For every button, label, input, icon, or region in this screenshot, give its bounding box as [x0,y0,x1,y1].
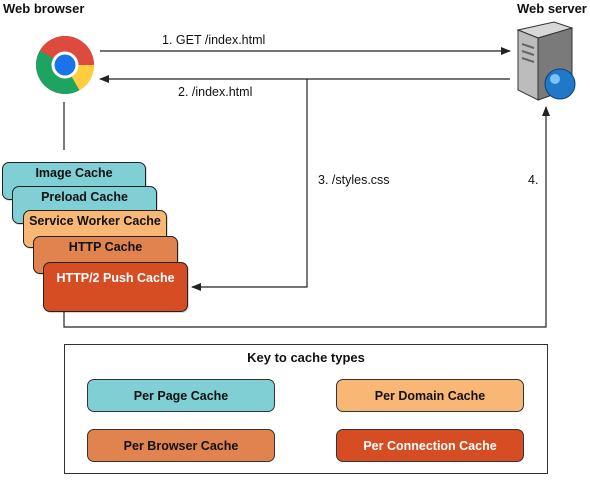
cache-label: Service Worker Cache [29,214,161,228]
key-title: Key to cache types [247,350,365,365]
key-item: Per Browser Cache [87,429,275,462]
chrome-logo-icon [36,36,94,94]
cache-label: Image Cache [35,166,113,180]
web-server-icon [516,21,576,101]
cache-label: HTTP Cache [68,240,143,254]
styles-label: 3. /styles.css [318,173,390,187]
cache-label: HTTP/2 Push Cache [56,271,175,285]
key-item: Per Page Cache [87,379,275,412]
cache-card: HTTP/2 Push Cache [43,262,188,312]
cache-key-legend: Key to cache types Per Page Cache Per Do… [64,344,548,474]
key-item: Per Connection Cache [336,429,524,462]
browser-title: Web browser [3,1,85,16]
server-title: Web server [517,1,587,16]
step4-label: 4. [528,173,539,187]
key-item: Per Domain Cache [336,379,524,412]
arrow-styles [191,79,308,291]
cache-label: Preload Cache [41,190,128,204]
request-label: 1. GET /index.html [162,33,266,47]
response-label: 2. /index.html [178,85,253,99]
arrow-server-return [63,106,550,328]
